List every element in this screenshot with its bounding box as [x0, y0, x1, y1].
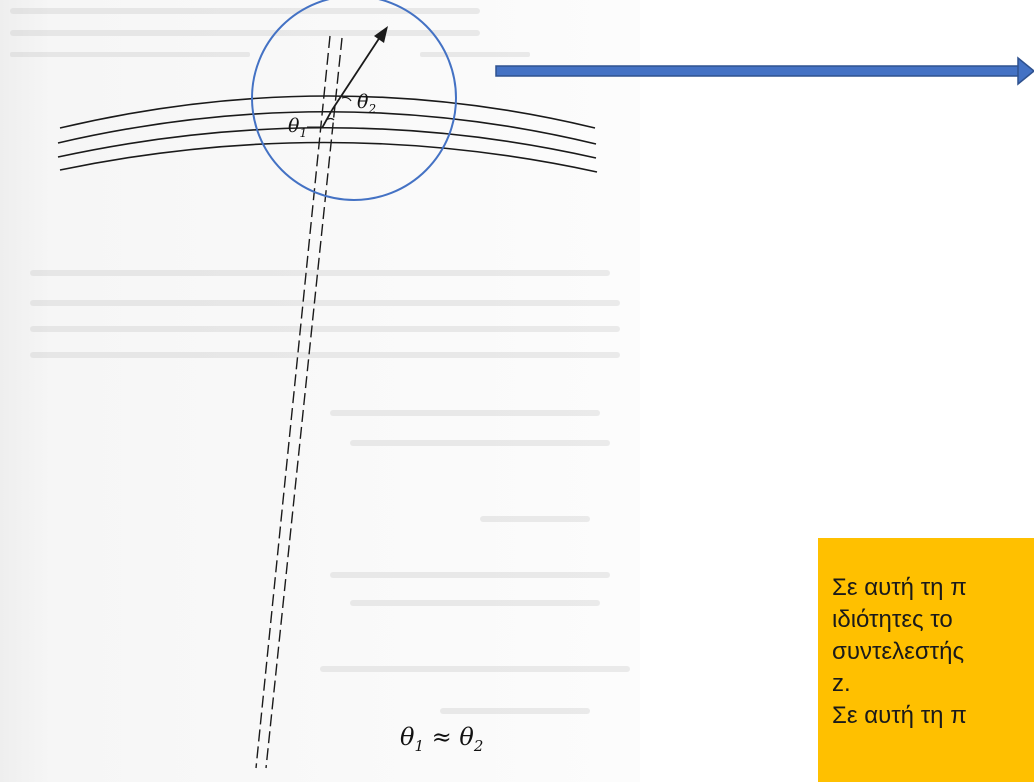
layer-arc-4: [59, 141, 598, 173]
layer-arc-1: [59, 95, 596, 129]
atmosphere-layers: [57, 95, 598, 173]
callout-line-2: ιδιότητες το: [832, 606, 953, 633]
callout-line-5: Σε αυτή τη π: [832, 702, 967, 729]
theta-2-label: θ2: [357, 91, 376, 116]
angle-arcs: [325, 96, 352, 121]
callout-line-1: Σε αυτή τη π: [832, 574, 967, 601]
callout-box: Σε αυτή τη π ιδιότητες το συντελεστής z.…: [818, 538, 1034, 782]
relation-label: θ1 ≈ θ2: [400, 723, 483, 755]
callout-line-4: z.: [832, 670, 851, 697]
callout-line-3: συντελεστής: [832, 638, 965, 665]
dashed-normals: [255, 35, 343, 769]
dashed-line-left: [255, 35, 331, 769]
highlight-circle: [251, 0, 457, 201]
bleed-through-text: [10, 8, 630, 714]
theta-1-label: θ1: [288, 115, 307, 140]
pointer-arrow: [495, 56, 1034, 86]
layer-arc-3: [57, 126, 597, 159]
ray-segment-upper: [331, 33, 383, 111]
ray-arrowhead: [374, 26, 388, 43]
dashed-line-right: [265, 37, 343, 769]
layer-arc-2: [57, 110, 597, 145]
scanned-figure: θ1 θ2 θ1 ≈ θ2: [0, 0, 640, 782]
